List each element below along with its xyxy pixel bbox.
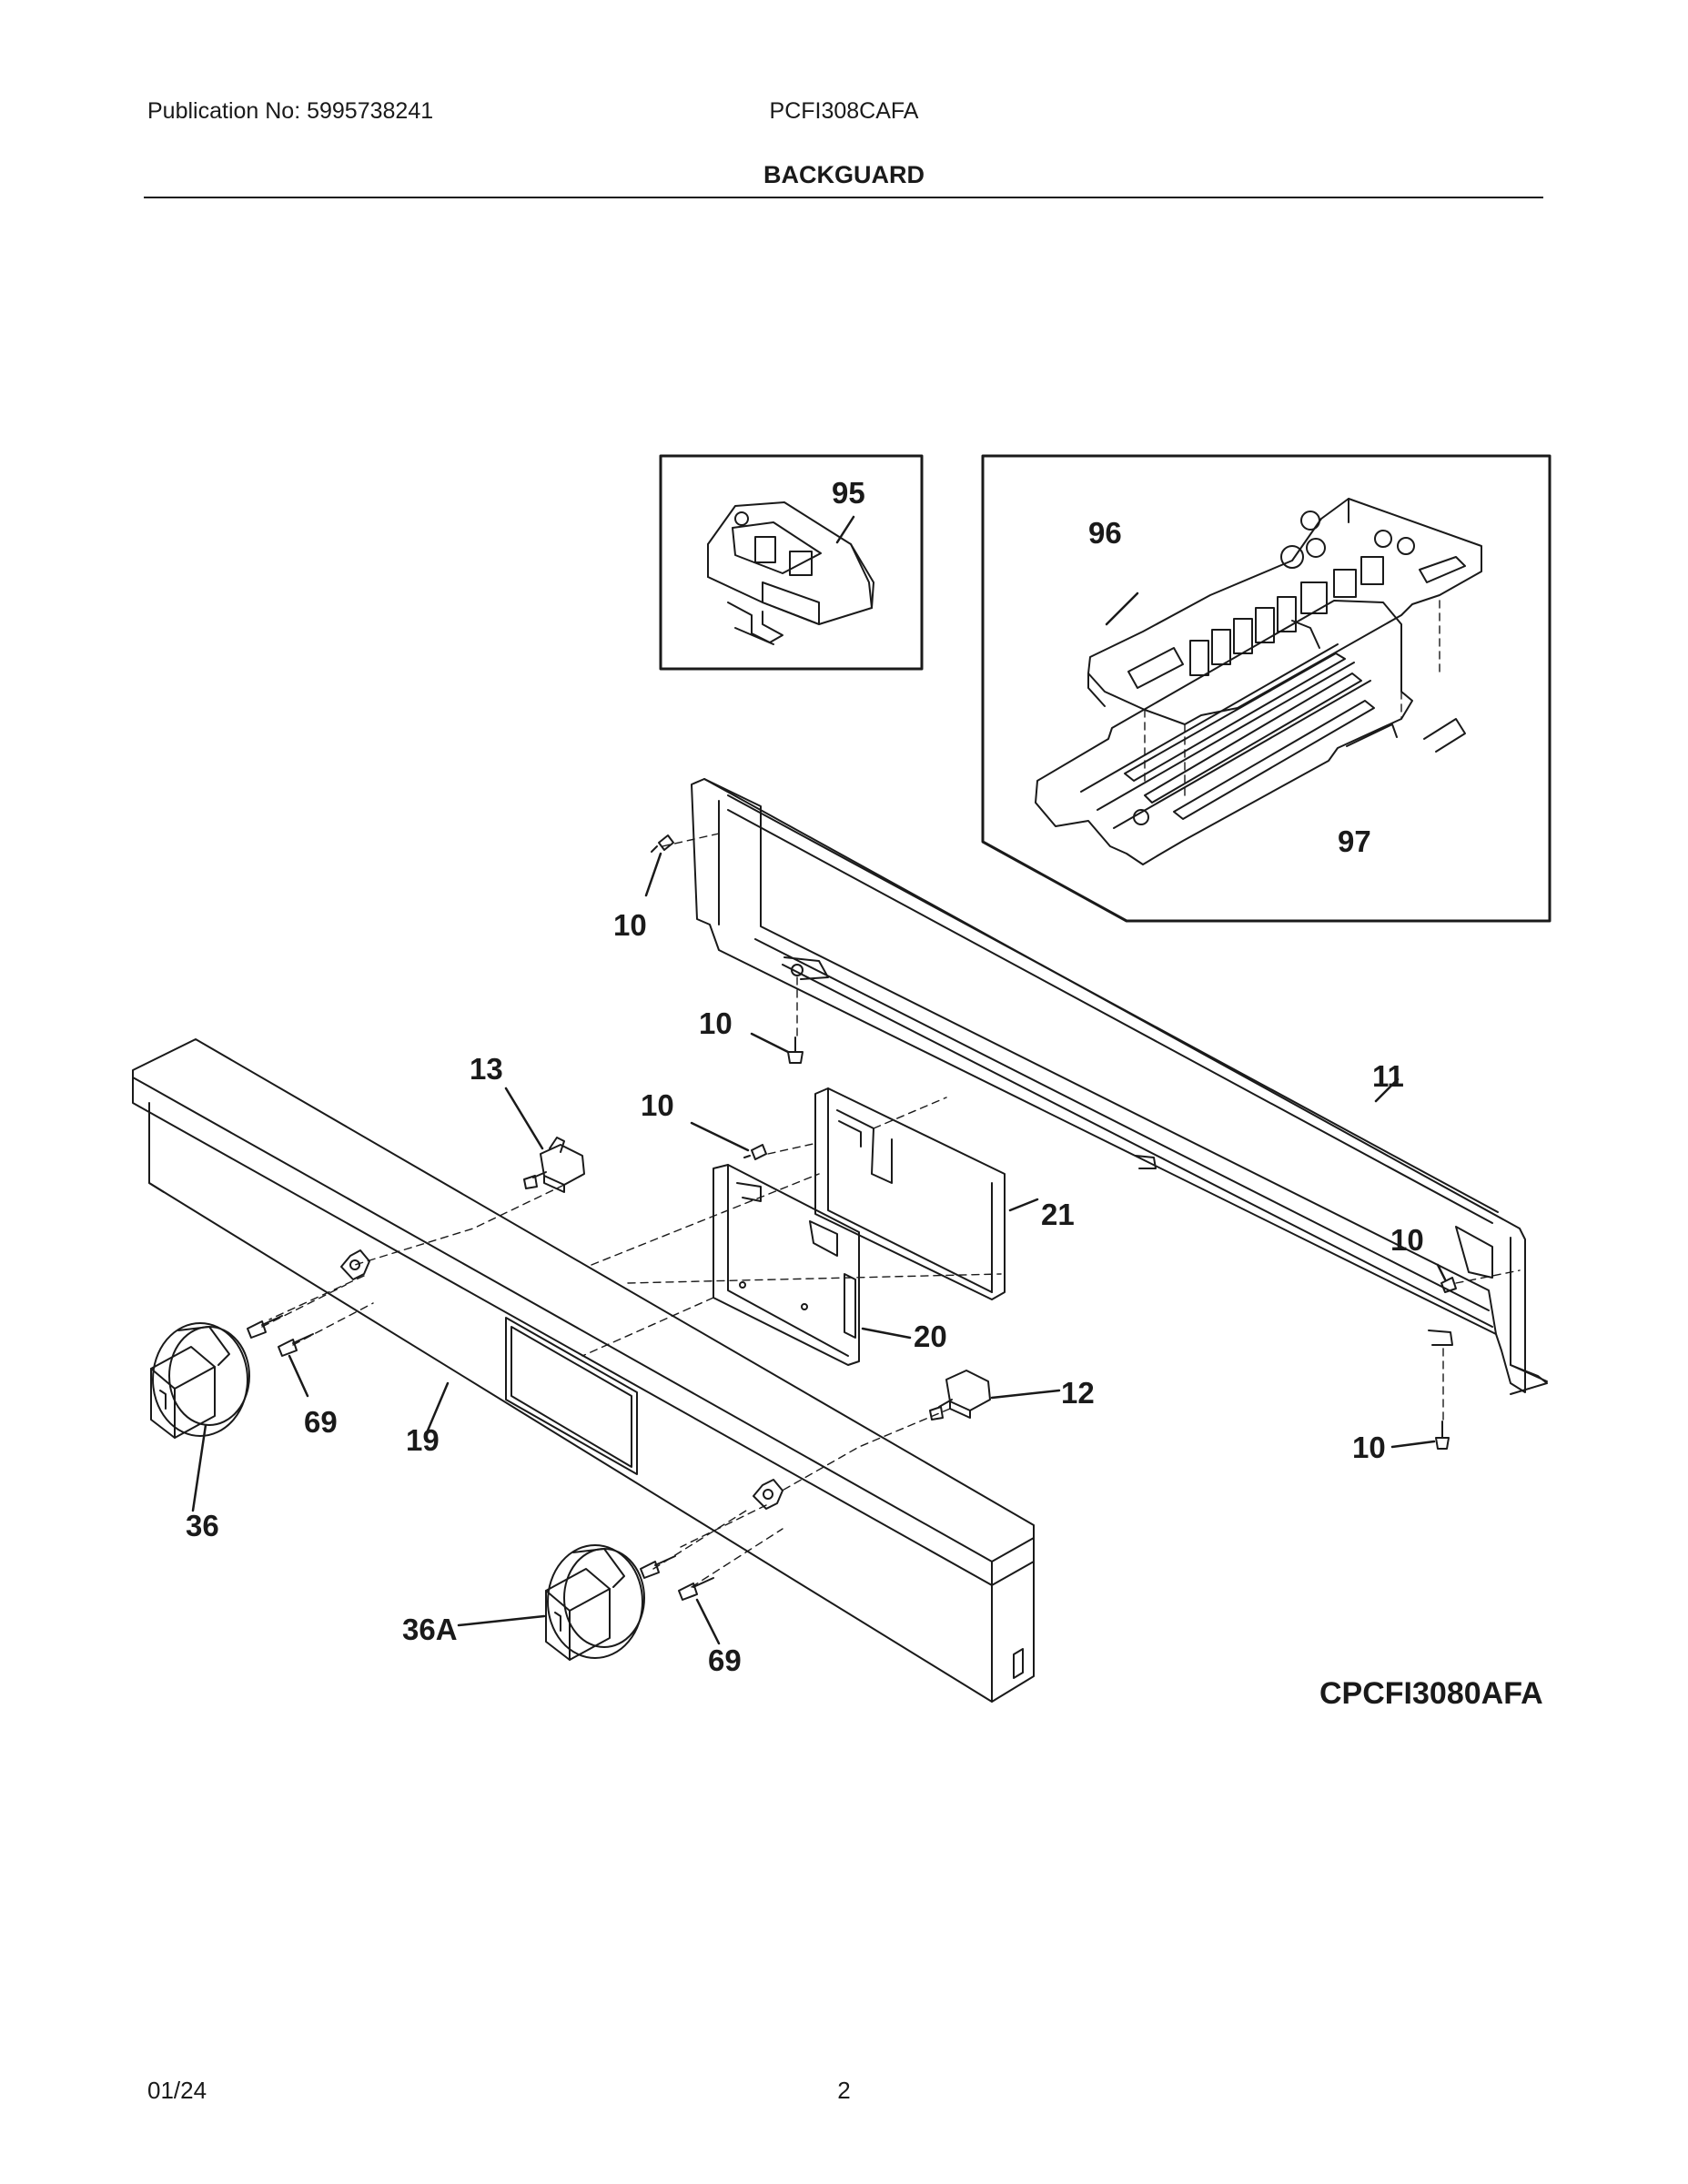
callout-10-right: 10 [1390,1223,1424,1257]
part-96-control-board [1087,498,1482,725]
part-97-bracket [1035,600,1466,865]
callout-97: 97 [1338,824,1371,858]
diagram-code: CPCFI3080AFA [1319,1676,1543,1711]
part-13-switch [504,1087,585,1193]
header-rule [144,197,1543,198]
callout-21: 21 [1041,1198,1075,1231]
screw-10-b [750,1032,804,1064]
publication-number: Publication No: 5995738241 [147,98,434,124]
callout-19: 19 [406,1423,440,1457]
screw-10-a [644,834,674,897]
inset-box-95 [659,454,924,671]
part-19-console-panel [132,1038,1035,1703]
part-12-switch [929,1370,1061,1421]
footer-date: 01/24 [147,2077,207,2104]
callout-10-top-left: 10 [613,908,647,942]
page-number: 2 [837,2077,851,2104]
callout-10-upper: 10 [699,1006,733,1040]
screw-69-b [278,1333,314,1398]
callout-13: 13 [470,1052,503,1086]
part-36-knob [150,1322,250,1512]
callout-36a: 36A [402,1613,458,1646]
screw-69-c [640,1555,676,1579]
callout-69-left: 69 [304,1405,338,1439]
callout-95: 95 [832,476,865,510]
part-11-backguard-frame [691,778,1548,1395]
callout-69-right: 69 [708,1643,742,1677]
frame-screw-dashes [662,833,1521,1421]
board-mount-dashes [1144,600,1440,802]
part-20-touch-board [713,1164,912,1366]
screw-69-a [247,1315,283,1339]
inset-box-96-97 [981,454,1552,923]
screw-10-c [690,1121,767,1160]
callout-20: 20 [914,1320,947,1353]
callout-10-middle: 10 [641,1088,674,1122]
screw-69-d [678,1577,721,1645]
callout-11: 11 [1372,1059,1404,1093]
callout-12: 12 [1061,1376,1095,1410]
callout-96: 96 [1088,516,1122,550]
panel-assembly-dashes [261,1173,1002,1588]
section-title: BACKGUARD [763,161,925,188]
model-number: PCFI308CAFA [769,98,919,124]
screw-10-e [1390,1421,1450,1450]
part-36a-knob [457,1544,645,1661]
callout-36: 36 [186,1509,219,1542]
part-21-board-cover [814,1087,1039,1300]
screw-10-d [1436,1263,1457,1293]
part-95-relay [707,501,874,645]
callout-10-bottom-right: 10 [1352,1431,1386,1464]
